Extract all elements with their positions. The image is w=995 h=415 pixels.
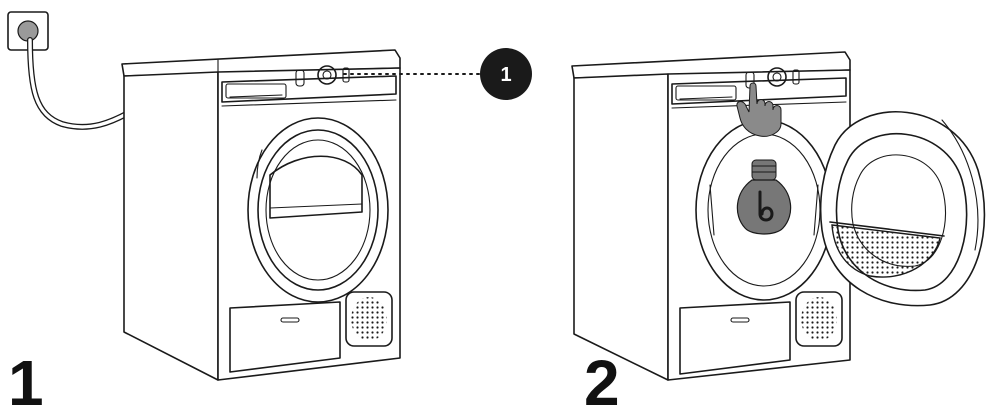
- light-bulb-icon: [736, 159, 792, 235]
- ventilation-grille: [795, 291, 843, 347]
- panel-step-1: 1 1: [7, 11, 532, 415]
- ventilation-grille: [345, 291, 393, 347]
- dryer-open: [571, 51, 851, 381]
- dryer-closed: [121, 49, 401, 381]
- door-closed: [247, 117, 389, 303]
- panel-step-2: 2: [571, 51, 986, 415]
- lint-filter: [829, 221, 945, 278]
- door-open: [819, 111, 986, 307]
- program-knob: [317, 65, 337, 85]
- hand-pointer-icon: [736, 82, 782, 137]
- callout-number: 1: [500, 64, 511, 86]
- step-number: 2: [584, 347, 620, 415]
- step-number: 1: [8, 347, 44, 415]
- program-knob: [767, 67, 787, 87]
- callout-badge: 1: [480, 48, 532, 100]
